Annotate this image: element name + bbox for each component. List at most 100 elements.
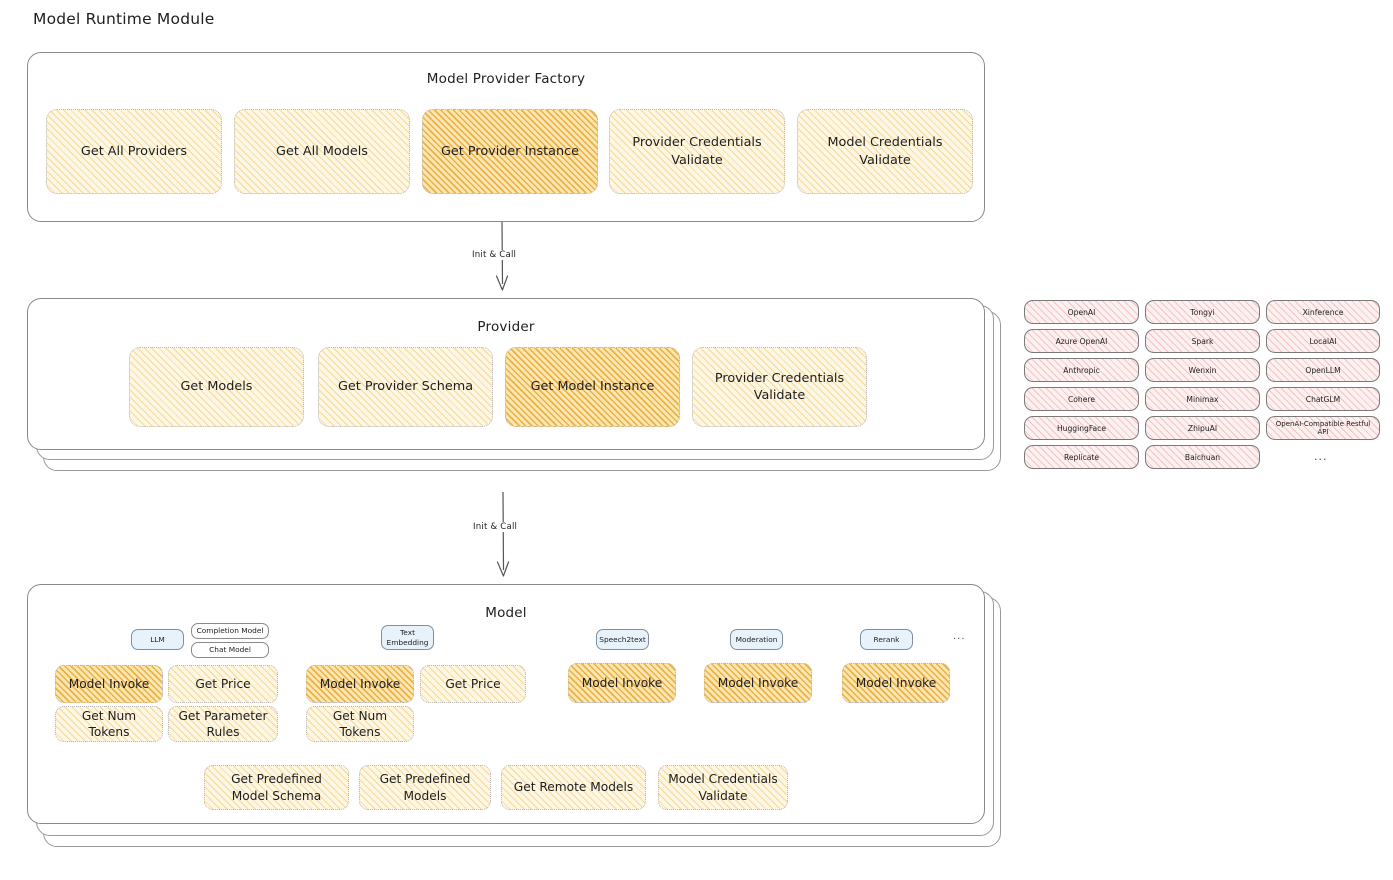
moderation-box-label: Model Invoke (717, 675, 799, 690)
model-common-box-get-predefined-models[interactable]: Get Predefined Models (359, 765, 491, 810)
factory-box-get-all-providers[interactable]: Get All Providers (46, 109, 222, 194)
model-subtype-badge-label: Chat Model (209, 645, 251, 655)
provider-chip-label: Minimax (1186, 394, 1219, 404)
model-subtype-badge-label: Completion Model (196, 626, 264, 636)
provider-chip-openai-compatible-restful-api[interactable]: OpenAI-Compatible Restful API (1266, 416, 1380, 440)
speech2text-box-label: Model Invoke (581, 675, 663, 690)
arrow-label: Init & Call (468, 250, 521, 260)
provider-box-label: Provider Credentials Validate (714, 370, 845, 403)
llm-box-label: Get Num Tokens (81, 708, 137, 739)
provider-chip-label: Tongyi (1190, 307, 1215, 317)
llm-box-get-num-tokens[interactable]: Get Num Tokens (55, 706, 163, 742)
factory-box-get-all-models[interactable]: Get All Models (234, 109, 410, 194)
provider-box-provider-credentials-validate[interactable]: Provider Credentials Validate (692, 347, 867, 427)
model-common-box-get-remote-models[interactable]: Get Remote Models (501, 765, 646, 810)
arrow-factory-to-provider: Init & Call (468, 221, 532, 300)
provider-chip-label: OpenLLM (1305, 365, 1341, 375)
provider-chip-tongyi[interactable]: Tongyi (1145, 300, 1260, 324)
provider-chip-label: Baichuan (1184, 452, 1221, 462)
factory-box-label: Provider Credentials Validate (632, 135, 762, 168)
llm-box-model-invoke[interactable]: Model Invoke (55, 665, 163, 703)
speech2text-box-model-invoke[interactable]: Model Invoke (568, 663, 676, 703)
provider-chip-label: Azure OpenAI (1055, 336, 1108, 346)
factory-box-label: Get All Providers (80, 143, 188, 159)
factory-box-provider-credentials-validate[interactable]: Provider Credentials Validate (609, 109, 785, 194)
provider-list-ellipsis: ... (1314, 450, 1328, 463)
arrow-icon (496, 491, 510, 577)
factory-box-get-provider-instance[interactable]: Get Provider Instance (422, 109, 598, 194)
factory-box-label: Model Credentials Validate (827, 135, 943, 168)
provider-chip-label: Wenxin (1188, 365, 1217, 375)
provider-chip-wenxin[interactable]: Wenxin (1145, 358, 1260, 382)
model-type-badge-label: Rerank (873, 634, 900, 644)
text-embedding-box-get-num-tokens[interactable]: Get Num Tokens (306, 706, 414, 742)
llm-box-label: Model Invoke (68, 676, 150, 691)
model-type-badge-label: Speech2text (599, 634, 646, 644)
provider-chip-label: Cohere (1067, 394, 1096, 404)
model-provider-factory-title: Model Provider Factory (426, 71, 586, 87)
model-type-badge-speech2text[interactable]: Speech2text (596, 629, 649, 650)
provider-chip-label: ZhipuAI (1187, 423, 1218, 433)
provider-chip-localai[interactable]: LocalAI (1266, 329, 1380, 353)
model-provider-factory-card: Model Provider Factory Get All Providers… (27, 52, 985, 222)
provider-chip-spark[interactable]: Spark (1145, 329, 1260, 353)
text-embedding-box-label: Model Invoke (319, 676, 401, 691)
llm-box-label: Get Parameter Rules (178, 708, 268, 739)
model-type-badge-moderation[interactable]: Moderation (730, 629, 783, 650)
provider-chip-anthropic[interactable]: Anthropic (1024, 358, 1139, 382)
provider-chip-label: HuggingFace (1056, 423, 1107, 433)
provider-chip-cohere[interactable]: Cohere (1024, 387, 1139, 411)
provider-chip-xinference[interactable]: Xinference (1266, 300, 1380, 324)
provider-chip-minimax[interactable]: Minimax (1145, 387, 1260, 411)
model-common-box-label: Model Credentials Validate (668, 772, 778, 803)
rerank-box-label: Model Invoke (855, 675, 937, 690)
model-subtype-badge-chat-model[interactable]: Chat Model (191, 642, 269, 658)
provider-chip-azure-openai[interactable]: Azure OpenAI (1024, 329, 1139, 353)
provider-chip-label: Anthropic (1063, 365, 1100, 375)
provider-chip-label: LocalAI (1309, 336, 1337, 346)
arrow-label: Init & Call (469, 522, 522, 532)
provider-list-panel: OpenAI Azure OpenAI Anthropic Cohere Hug… (1024, 300, 1380, 475)
llm-box-label: Get Price (195, 676, 251, 691)
provider-box-get-models[interactable]: Get Models (129, 347, 304, 427)
arrow-icon (495, 221, 509, 291)
model-common-box-model-credentials-validate[interactable]: Model Credentials Validate (658, 765, 788, 810)
provider-box-label: Get Model Instance (530, 379, 655, 395)
model-common-box-label: Get Remote Models (513, 780, 634, 795)
rerank-box-model-invoke[interactable]: Model Invoke (842, 663, 950, 703)
text-embedding-box-label: Get Num Tokens (332, 708, 388, 739)
provider-chip-huggingface[interactable]: HuggingFace (1024, 416, 1139, 440)
provider-chip-label: Replicate (1063, 452, 1100, 462)
llm-box-get-parameter-rules[interactable]: Get Parameter Rules (168, 706, 278, 742)
provider-chip-baichuan[interactable]: Baichuan (1145, 445, 1260, 469)
arrow-provider-to-model: Init & Call (469, 491, 532, 584)
provider-chip-openllm[interactable]: OpenLLM (1266, 358, 1380, 382)
provider-chip-label: OpenAI-Compatible Restful API (1275, 420, 1371, 436)
provider-chip-label: ChatGLM (1305, 394, 1341, 404)
provider-title: Provider (477, 319, 535, 335)
factory-box-label: Get All Models (276, 143, 368, 159)
model-common-box-get-predefined-model-schema[interactable]: Get Predefined Model Schema (204, 765, 349, 810)
model-type-badge-label: Text Embedding (386, 628, 429, 647)
provider-chip-label: Xinference (1302, 307, 1344, 317)
provider-chip-label: Spark (1191, 336, 1214, 346)
text-embedding-box-model-invoke[interactable]: Model Invoke (306, 665, 414, 703)
provider-chip-label: OpenAI (1067, 307, 1096, 317)
model-type-badge-rerank[interactable]: Rerank (860, 629, 913, 650)
model-subtype-badge-completion-model[interactable]: Completion Model (191, 623, 269, 639)
text-embedding-box-get-price[interactable]: Get Price (420, 665, 526, 703)
model-common-box-label: Get Predefined Model Schema (231, 772, 322, 803)
factory-box-model-credentials-validate[interactable]: Model Credentials Validate (797, 109, 973, 194)
llm-box-get-price[interactable]: Get Price (168, 665, 278, 703)
model-type-badge-llm[interactable]: LLM (131, 629, 184, 650)
text-embedding-box-label: Get Price (445, 676, 501, 691)
model-type-badge-text-embedding[interactable]: Text Embedding (381, 625, 434, 650)
provider-chip-zhipuai[interactable]: ZhipuAI (1145, 416, 1260, 440)
provider-box-get-provider-schema[interactable]: Get Provider Schema (318, 347, 493, 427)
moderation-box-model-invoke[interactable]: Model Invoke (704, 663, 812, 703)
provider-box-label: Get Provider Schema (337, 379, 474, 395)
provider-chip-openai[interactable]: OpenAI (1024, 300, 1139, 324)
provider-chip-chatglm[interactable]: ChatGLM (1266, 387, 1380, 411)
provider-box-get-model-instance[interactable]: Get Model Instance (505, 347, 680, 427)
provider-chip-replicate[interactable]: Replicate (1024, 445, 1139, 469)
